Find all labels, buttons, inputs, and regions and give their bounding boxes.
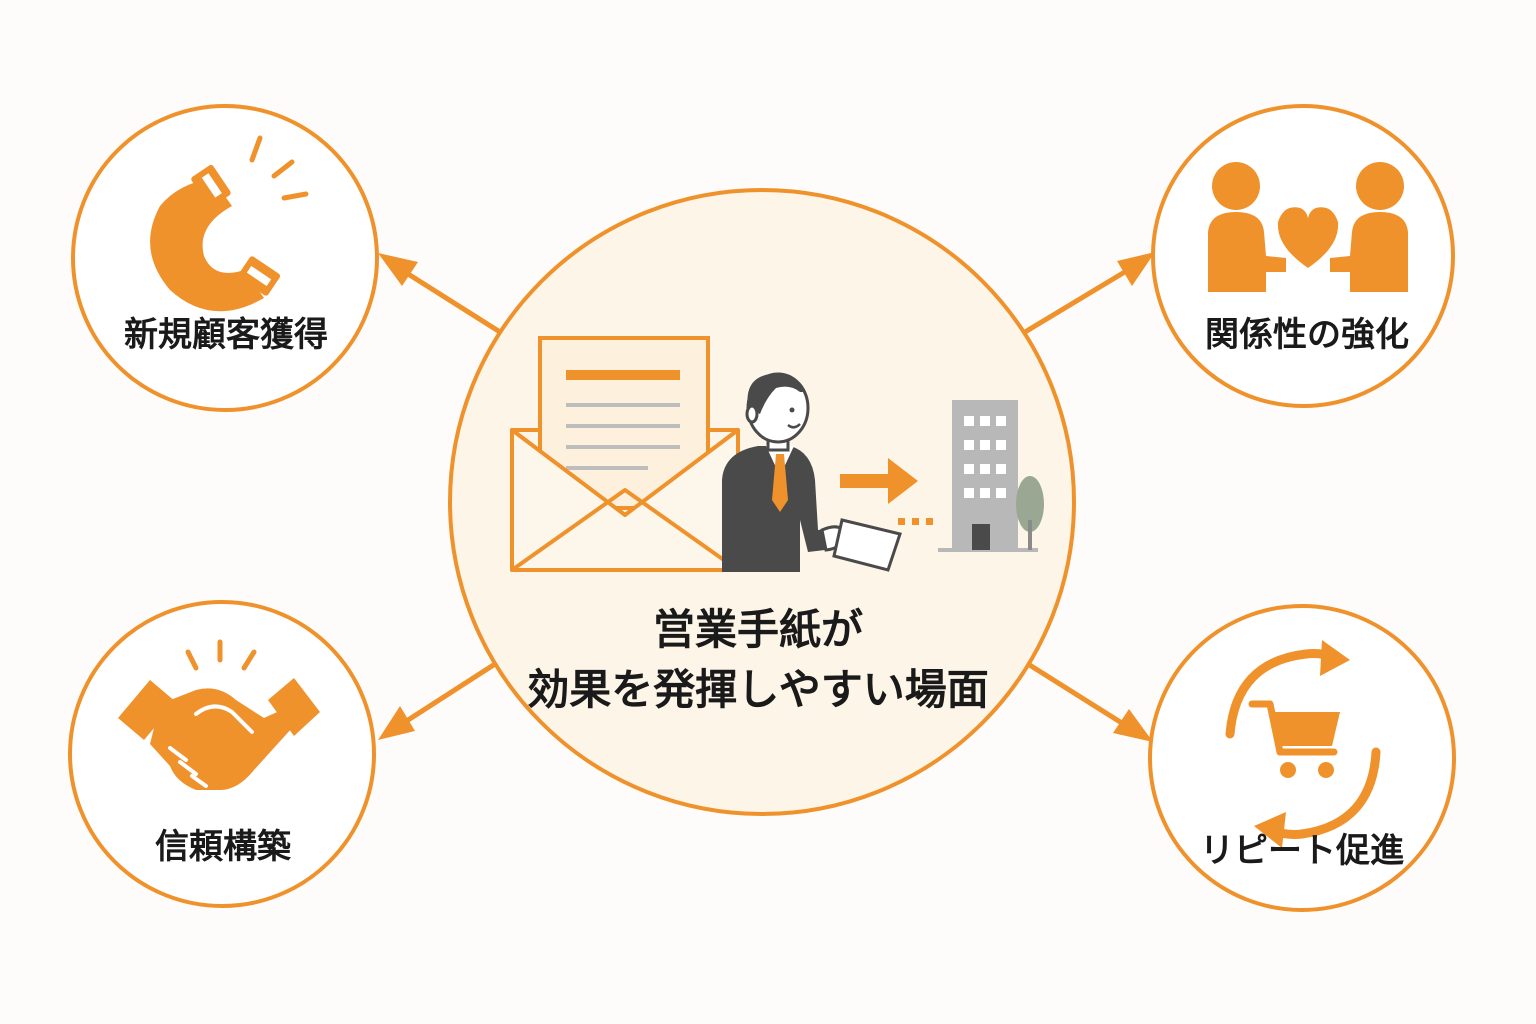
center-title-line2: 効果を発揮しやすい場面: [527, 665, 989, 714]
node-bottom-right: リピート促進: [1148, 604, 1456, 912]
node-top-right: 関係性の強化: [1151, 104, 1455, 408]
connector-arrows: [378, 252, 1155, 742]
arrow-bottom-left: [403, 661, 497, 725]
building-icon: [938, 400, 1038, 552]
businessman-icon: [722, 372, 902, 572]
node-circle-top-left: [71, 104, 379, 412]
cart-cycle-icon: [1225, 640, 1381, 848]
arrow-bottom-right: [1026, 661, 1127, 728]
arrow-head-top-right: [1117, 252, 1155, 286]
magnet-icon: [150, 135, 309, 312]
envelope-icon: [510, 336, 740, 572]
center-node: 営業手紙が 効果を発揮しやすい場面: [448, 188, 1076, 816]
center-title-line1: 営業手紙が: [653, 605, 863, 654]
arrow-head-bottom-left: [378, 706, 415, 740]
node-label-top-right: 関係性の強化: [1205, 315, 1409, 355]
arrow-top-right: [1023, 267, 1130, 335]
node-label-top-left: 新規顧客獲得: [124, 315, 328, 355]
arrow-top-left: [403, 269, 502, 335]
node-label-bottom-right: リピート促進: [1200, 831, 1404, 871]
arrow-head-top-left: [378, 253, 418, 286]
tree-icon: [1016, 476, 1044, 550]
people-heart-icon: [1208, 162, 1408, 292]
node-circle-bottom-right: [1148, 604, 1456, 912]
node-bottom-left: 信頼構築: [68, 600, 376, 908]
node-top-left: 新規顧客獲得: [71, 104, 379, 412]
send-arrow-icon: [840, 458, 933, 525]
handshake-icon: [118, 639, 320, 790]
arrow-head-bottom-right: [1113, 709, 1153, 742]
node-label-bottom-left: 信頼構築: [155, 827, 292, 867]
